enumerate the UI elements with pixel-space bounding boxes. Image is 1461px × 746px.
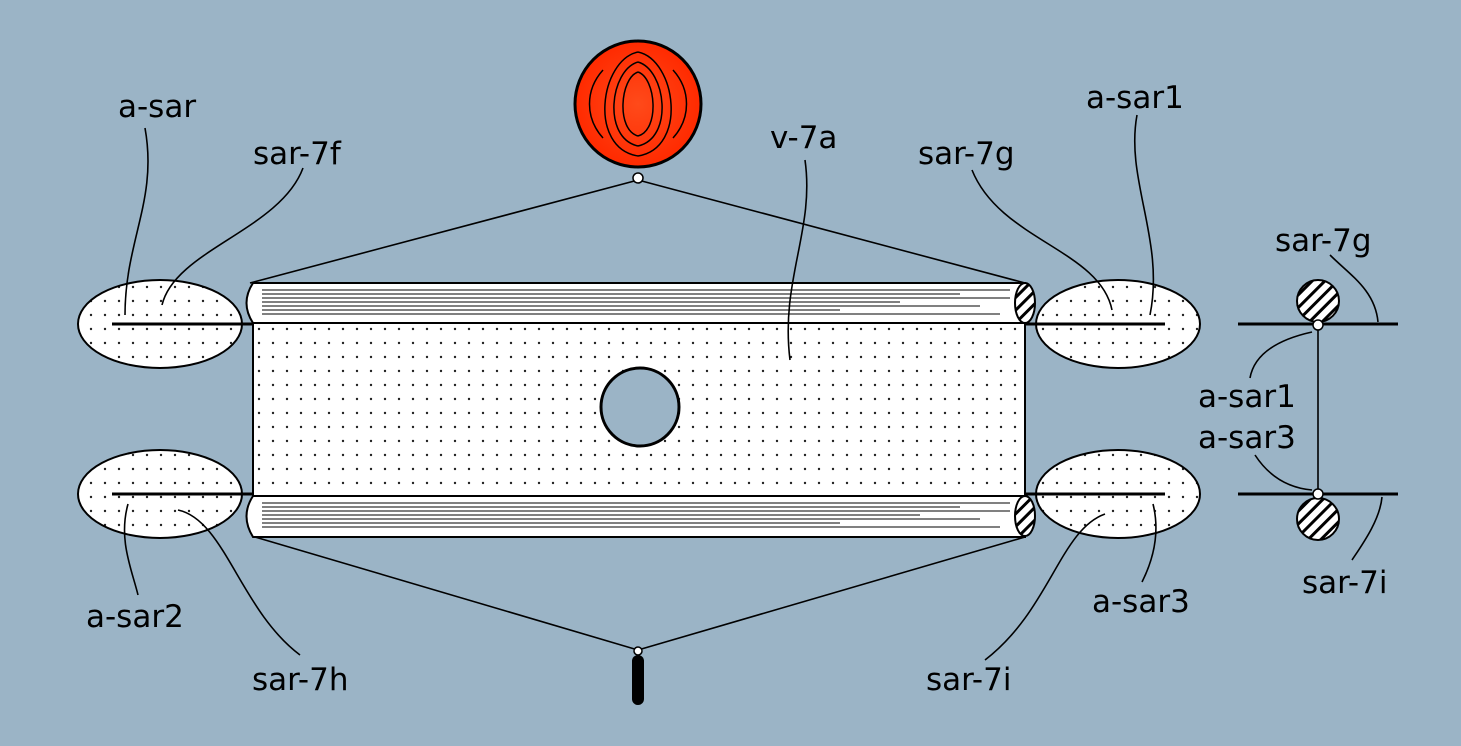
label-sar-7i-bottom: sar-7i bbox=[926, 662, 1011, 698]
sinker-weight bbox=[632, 646, 644, 705]
labels: a-sar sar-7f v-7a sar-7g a-sar1 sar-7g a… bbox=[86, 80, 1387, 698]
section-float-top bbox=[1296, 279, 1340, 323]
suspension-line-left bbox=[249, 179, 639, 284]
side-section bbox=[1238, 279, 1398, 541]
top-float-tube bbox=[245, 282, 1036, 324]
label-sar-7h: sar-7h bbox=[252, 662, 348, 698]
suspension-lines bbox=[249, 179, 1026, 651]
label-sar-7g-side: sar-7g bbox=[1275, 223, 1372, 259]
label-v-7a: v-7a bbox=[770, 120, 837, 156]
label-a-sar1-top: a-sar1 bbox=[1086, 80, 1184, 116]
weight-line-right bbox=[637, 536, 1026, 651]
buoy-shackle bbox=[632, 172, 644, 184]
suspension-line-right bbox=[637, 179, 1026, 284]
net-opening bbox=[599, 366, 681, 448]
label-a-sar3-side: a-sar3 bbox=[1198, 420, 1296, 456]
float-buoy bbox=[573, 39, 703, 184]
bottom-float-tube bbox=[245, 495, 1036, 538]
label-a-sar2: a-sar2 bbox=[86, 599, 184, 635]
label-a-sar3-bottom: a-sar3 bbox=[1092, 584, 1190, 620]
top-tube-end bbox=[1014, 282, 1036, 324]
label-sar-7g-top: sar-7g bbox=[918, 136, 1015, 172]
leader-lines bbox=[123, 114, 1383, 661]
bottom-tube-end bbox=[1014, 495, 1036, 537]
label-sar-7f: sar-7f bbox=[253, 136, 342, 172]
label-sar-7i-side: sar-7i bbox=[1302, 565, 1387, 601]
label-a-sar1-side: a-sar1 bbox=[1198, 379, 1296, 415]
section-float-bottom bbox=[1296, 497, 1340, 541]
weight-line-left bbox=[254, 536, 639, 651]
label-a-sar: a-sar bbox=[118, 89, 196, 125]
